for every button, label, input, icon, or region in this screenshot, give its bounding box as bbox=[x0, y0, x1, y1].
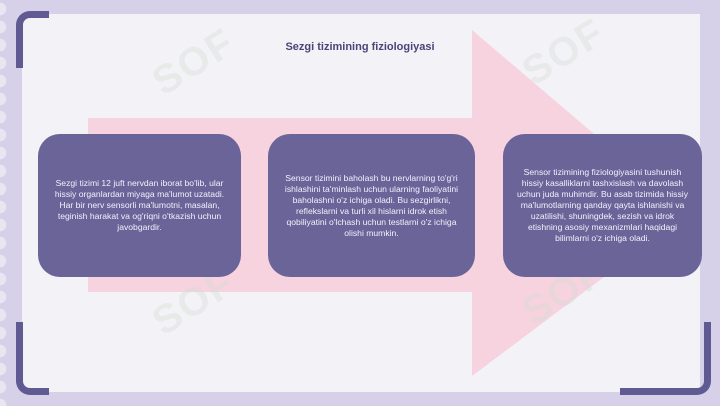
corner-bracket-top-left bbox=[16, 11, 49, 68]
info-box-2-text: Sensor tizimini baholash bu nervlarning … bbox=[284, 172, 459, 238]
info-box-1: Sezgi tizimi 12 juft nervdan iborat bo'l… bbox=[38, 134, 241, 277]
corner-bracket-bottom-right bbox=[620, 322, 711, 395]
info-box-3: Sensor tizimining fiziologiyasini tushun… bbox=[503, 134, 702, 277]
info-box-3-text: Sensor tizimining fiziologiyasini tushun… bbox=[516, 167, 688, 243]
scalloped-edge bbox=[0, 0, 12, 406]
info-box-2: Sensor tizimini baholash bu nervlarning … bbox=[268, 134, 475, 277]
info-box-1-text: Sezgi tizimi 12 juft nervdan iborat bo'l… bbox=[54, 178, 225, 232]
slide-title: Sezgi tizimining fiziologiyasi bbox=[285, 41, 435, 53]
corner-bracket-bottom-left bbox=[16, 322, 49, 395]
